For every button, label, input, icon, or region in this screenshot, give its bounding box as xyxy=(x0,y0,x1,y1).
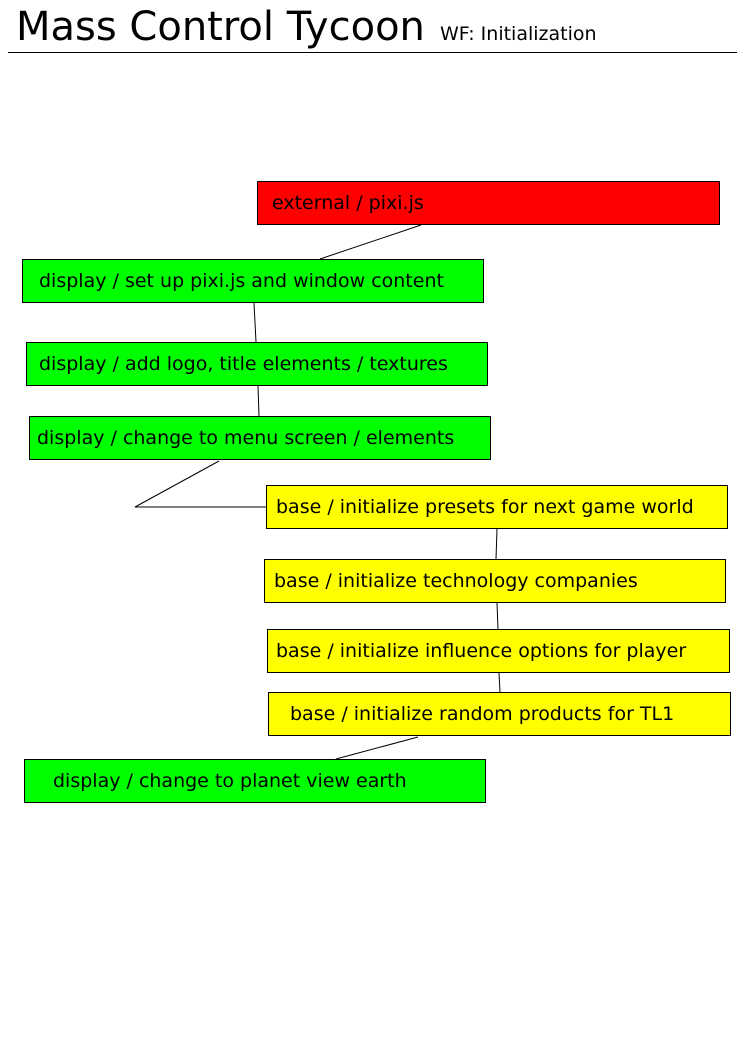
workflow-node-display: display / change to planet view earth xyxy=(24,759,486,803)
connector-n8-n9 xyxy=(335,736,419,760)
workflow-node-label: display / change to planet view earth xyxy=(53,770,407,792)
workflow-node-base: base / initialize presets for next game … xyxy=(266,485,728,529)
workflow-node-label: display / add logo, title elements / tex… xyxy=(39,353,448,375)
page-subtitle: WF: Initialization xyxy=(440,23,597,45)
workflow-node-display: display / change to menu screen / elemen… xyxy=(29,416,491,460)
connector-n5-n6 xyxy=(495,528,498,560)
workflow-node-label: base / initialize presets for next game … xyxy=(276,496,694,518)
workflow-node-label: external / pixi.js xyxy=(272,192,424,214)
header-divider xyxy=(8,52,737,53)
connector-n7-n8 xyxy=(498,672,501,693)
workflow-node-label: display / change to menu screen / elemen… xyxy=(37,427,455,449)
workflow-node-base: base / initialize influence options for … xyxy=(267,629,730,673)
connector-n2-n3 xyxy=(253,302,257,343)
workflow-node-base: base / initialize technology companies xyxy=(264,559,726,603)
workflow-node-label: base / initialize influence options for … xyxy=(276,640,687,662)
connector-n4-n5 xyxy=(134,460,266,508)
workflow-node-external: external / pixi.js xyxy=(257,181,720,225)
page-title: Mass Control Tycoon xyxy=(16,4,425,50)
workflow-node-display: display / add logo, title elements / tex… xyxy=(26,342,488,386)
workflow-node-label: base / initialize random products for TL… xyxy=(290,703,675,725)
workflow-node-label: base / initialize technology companies xyxy=(274,570,638,592)
workflow-node-base: base / initialize random products for TL… xyxy=(268,692,731,736)
workflow-node-label: display / set up pixi.js and window cont… xyxy=(39,270,444,292)
connector-n6-n7 xyxy=(496,602,499,630)
connector-n1-n2 xyxy=(319,224,422,260)
workflow-node-display: display / set up pixi.js and window cont… xyxy=(22,259,484,303)
connector-n3-n4 xyxy=(257,385,260,417)
